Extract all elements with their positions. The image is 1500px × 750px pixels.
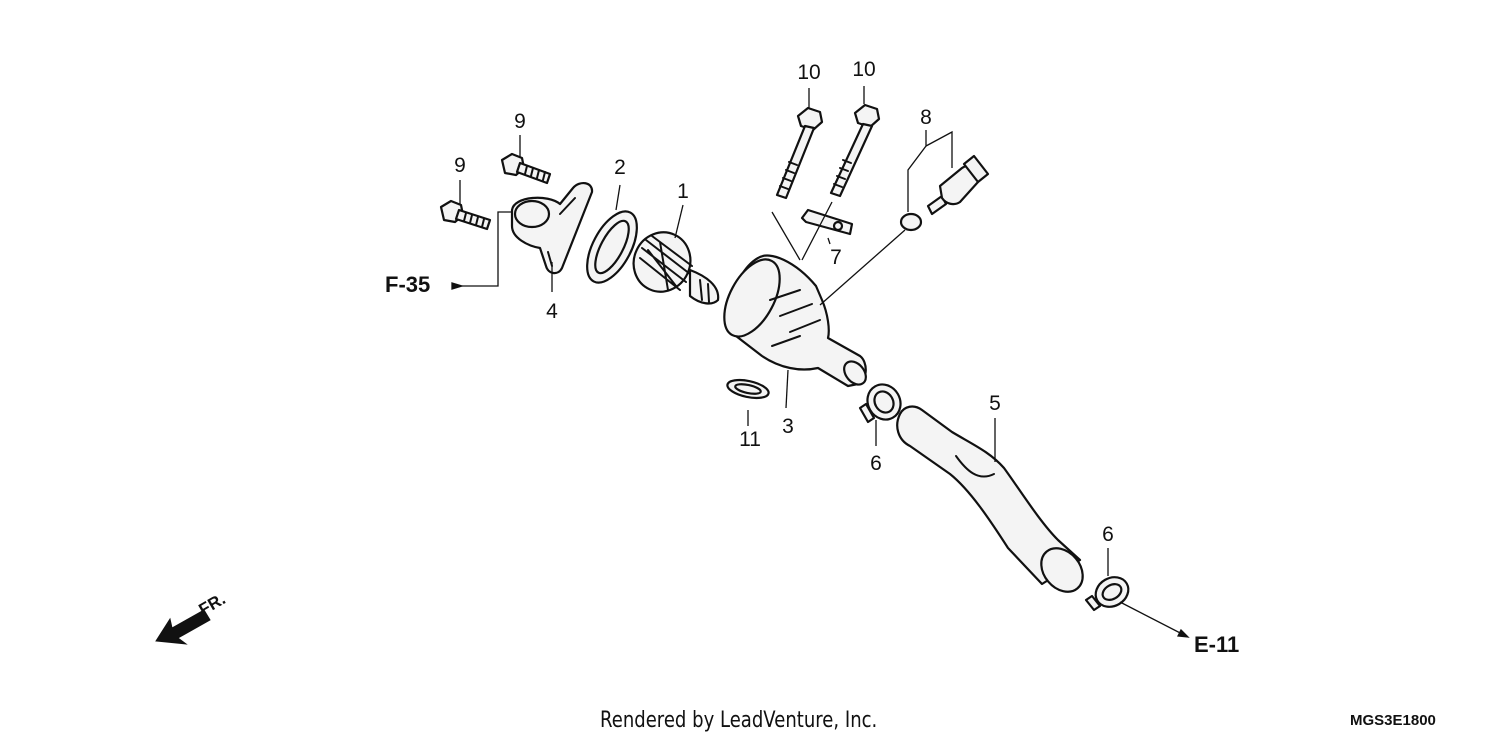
part-seal-2[interactable] (577, 204, 647, 291)
render-credit: Rendered by LeadVenture, Inc. (600, 708, 878, 733)
part-bolt-9-upper[interactable] (500, 152, 552, 185)
part-clip-7[interactable] (800, 208, 854, 236)
footer: Rendered by LeadVenture, Inc. MGS3E1800 (0, 708, 1500, 738)
part-cover-4[interactable] (510, 182, 594, 275)
part-sensor-8[interactable] (926, 154, 990, 216)
part-bolt-9-left[interactable] (439, 199, 492, 231)
callout-3: 3 (782, 415, 794, 438)
reference-f35[interactable]: F-35 (385, 272, 430, 297)
callout-4: 4 (546, 300, 558, 323)
callout-10-left: 10 (797, 61, 820, 84)
front-direction-indicator: FR. (155, 589, 229, 645)
callout-7: 7 (830, 246, 842, 269)
part-bolt-10-left[interactable] (775, 106, 824, 200)
arrow-left-down-icon (155, 609, 211, 645)
callout-11: 11 (739, 428, 761, 451)
leader-lines (451, 86, 1190, 638)
part-thermostat-1[interactable] (624, 223, 720, 305)
part-hose-5[interactable] (896, 405, 1091, 600)
callout-9-upper: 9 (514, 110, 526, 133)
part-bolt-10-right[interactable] (829, 103, 881, 198)
callout-6-upper: 6 (870, 452, 882, 475)
part-oring-8[interactable] (899, 212, 923, 232)
callout-1: 1 (677, 180, 689, 203)
callout-10-right: 10 (852, 58, 875, 81)
callout-8: 8 (920, 106, 932, 129)
callout-2: 2 (614, 156, 626, 179)
diagram-code: MGS3E1800 (1350, 712, 1436, 729)
part-housing-3[interactable] (713, 251, 870, 389)
callout-5: 5 (989, 392, 1001, 415)
part-gasket-11[interactable] (726, 377, 770, 401)
reference-e11[interactable]: E-11 (1194, 632, 1239, 657)
part-clamp-6-lower[interactable] (1084, 571, 1134, 612)
part-clamp-6-upper[interactable] (858, 378, 907, 425)
callout-6-lower: 6 (1102, 523, 1114, 546)
callout-9-left: 9 (454, 154, 466, 177)
